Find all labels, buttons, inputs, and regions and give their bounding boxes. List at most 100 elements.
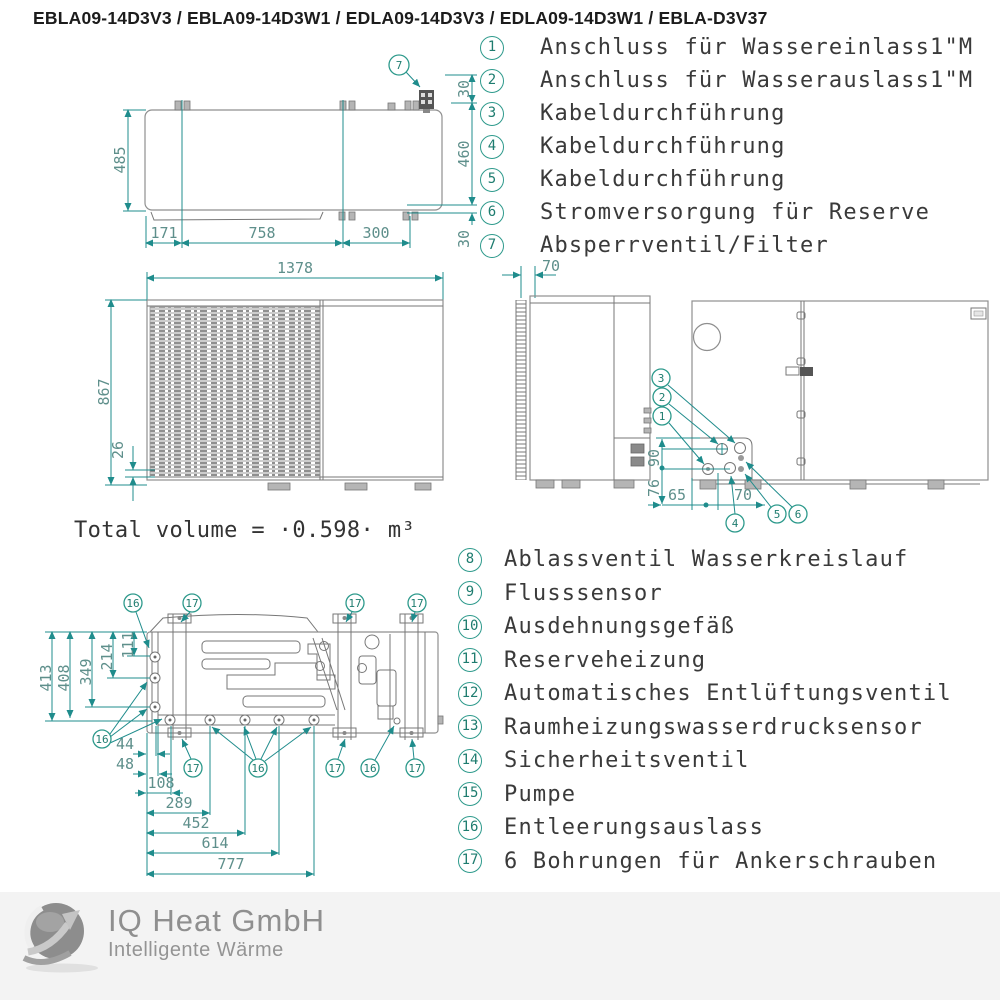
callout-17: 17 bbox=[325, 758, 345, 778]
bottom-dimensions-horizontal: 44 48 108 289 452 614 777 bbox=[116, 726, 315, 878]
shutoff-valve-filter bbox=[419, 90, 434, 113]
callout-16: 16 bbox=[92, 729, 112, 749]
callout-6: 6 bbox=[788, 504, 808, 524]
bottom-dimensions-vertical: 413 408 349 214 111 bbox=[37, 631, 152, 722]
legend-label: Kabeldurchführung bbox=[540, 167, 786, 192]
svg-text:4: 4 bbox=[732, 517, 739, 530]
legend-label: Stromversorgung für Reserve bbox=[540, 200, 931, 225]
callout-circle: 11 bbox=[458, 648, 482, 673]
dim-111: 111 bbox=[119, 631, 137, 658]
side-view-drawing: 70 bbox=[502, 257, 652, 489]
callout-circle: 2 bbox=[480, 68, 504, 93]
legend-label: Pumpe bbox=[504, 781, 577, 807]
bottom-view-drawing: 413 408 349 214 111 44 48 108 289 452 61… bbox=[37, 593, 444, 878]
dim-777: 777 bbox=[217, 855, 244, 873]
dim-867: 867 bbox=[95, 378, 113, 405]
dim-408: 408 bbox=[55, 664, 73, 691]
callout-circle: 8 bbox=[458, 547, 482, 572]
callout-circle: 9 bbox=[458, 581, 482, 606]
unit-body-outline bbox=[691, 300, 989, 490]
top-view-dimensions: 485 171 758 300 30 460 30 bbox=[111, 74, 477, 248]
dim-76: 76 bbox=[645, 479, 663, 497]
legend-item: 8 Ablassventil Wasserkreislauf bbox=[458, 543, 952, 577]
svg-text:16: 16 bbox=[363, 762, 376, 775]
unit-base-outline bbox=[146, 614, 444, 734]
dim-48: 48 bbox=[116, 755, 134, 773]
svg-text:17: 17 bbox=[410, 597, 423, 610]
company-name: IQ Heat GmbH bbox=[108, 903, 325, 938]
callout-17: 17 bbox=[407, 593, 427, 613]
rear-dimensions: 90 76 65 70 bbox=[645, 437, 765, 510]
dim-70: 70 bbox=[734, 486, 752, 504]
door-latch bbox=[800, 367, 813, 376]
callout-circle: 14 bbox=[458, 748, 482, 773]
dim-70: 70 bbox=[542, 257, 560, 275]
legend-label: 6 Bohrungen für Ankerschrauben bbox=[504, 848, 938, 874]
coil-grille bbox=[149, 306, 321, 478]
dim-413: 413 bbox=[37, 664, 55, 691]
door-latch bbox=[785, 366, 800, 376]
callout-17: 17 bbox=[182, 593, 202, 613]
legend-label: Anschluss für Wasserauslass1"M bbox=[540, 68, 974, 93]
drain-outlets bbox=[149, 651, 401, 726]
dim-758: 758 bbox=[248, 224, 275, 242]
legend-label: Sicherheitsventil bbox=[504, 748, 750, 774]
callout-1: 1 bbox=[652, 406, 672, 426]
legend-item: 14 Sicherheitsventil bbox=[458, 744, 952, 778]
callout-circle: 16 bbox=[458, 815, 482, 840]
callout-circle: 1 bbox=[480, 35, 504, 60]
company-tagline: Intelligente Wärme bbox=[108, 939, 284, 961]
callout-16: 16 bbox=[360, 758, 380, 778]
footer-band bbox=[0, 892, 1000, 1000]
dim-289: 289 bbox=[165, 794, 192, 812]
legend-label: Ausdehnungsgefäß bbox=[504, 614, 736, 640]
svg-text:3: 3 bbox=[658, 372, 665, 385]
legend-label: Absperrventil/Filter bbox=[540, 233, 829, 258]
rear-callouts: 3 2 1 4 5 6 bbox=[651, 368, 808, 533]
callout-16: 16 bbox=[123, 593, 143, 613]
callout-17: 17 bbox=[345, 593, 365, 613]
callout-4: 4 bbox=[725, 513, 745, 533]
callout-circle: 3 bbox=[480, 101, 504, 126]
svg-text:16: 16 bbox=[95, 733, 108, 746]
callout-circle: 13 bbox=[458, 715, 482, 740]
dim-485: 485 bbox=[111, 146, 129, 173]
callout-circle: 7 bbox=[480, 233, 504, 258]
callout-circle: 10 bbox=[458, 614, 482, 639]
dim-460: 460 bbox=[455, 140, 473, 167]
svg-text:6: 6 bbox=[795, 508, 802, 521]
dim-44: 44 bbox=[116, 735, 134, 753]
svg-text:16: 16 bbox=[251, 762, 264, 775]
svg-text:17: 17 bbox=[408, 762, 421, 775]
dim-214: 214 bbox=[98, 643, 116, 670]
legend-label: Ablassventil Wasserkreislauf bbox=[504, 547, 909, 573]
coil-fins bbox=[516, 300, 526, 480]
dim-26: 26 bbox=[109, 441, 127, 459]
bottom-callouts: 16 17 17 17 16 17 16 17 16 17 bbox=[92, 593, 427, 778]
dim-108: 108 bbox=[147, 774, 174, 792]
svg-text:2: 2 bbox=[659, 391, 666, 404]
svg-text:17: 17 bbox=[186, 762, 199, 775]
dim-1378: 1378 bbox=[277, 259, 313, 277]
dim-300: 300 bbox=[362, 224, 389, 242]
top-view-drawing: 485 171 758 300 30 460 30 7 bbox=[111, 54, 477, 248]
unit-body-outline bbox=[146, 299, 444, 491]
callout-16: 16 bbox=[248, 758, 268, 778]
svg-text:17: 17 bbox=[328, 762, 341, 775]
dim-90: 90 bbox=[645, 449, 663, 467]
legend-label: Kabeldurchführung bbox=[540, 134, 786, 159]
front-dimension-width: 1378 bbox=[146, 259, 444, 300]
callout-circle: 12 bbox=[458, 681, 482, 706]
callout-circle: 17 bbox=[458, 849, 482, 874]
svg-text:1: 1 bbox=[659, 410, 666, 423]
model-title: EBLA09-14D3V3 / EBLA09-14D3W1 / EDLA09-1… bbox=[33, 8, 768, 28]
dim-30-top: 30 bbox=[455, 80, 473, 98]
callout-17: 17 bbox=[405, 758, 425, 778]
